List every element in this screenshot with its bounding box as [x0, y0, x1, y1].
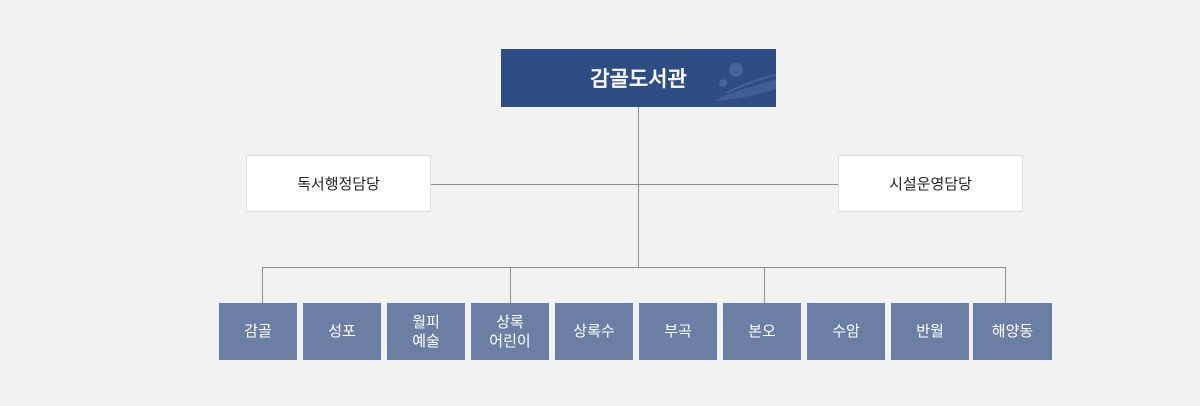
decorative-orbit-icon — [714, 63, 776, 101]
branch-box-wolpi-art: 월피 예술 — [387, 303, 465, 360]
org-root-label: 감골도서관 — [590, 67, 687, 91]
department-box-facility-ops: 시설운영담당 — [838, 155, 1023, 212]
branch-label: 수암 — [832, 322, 860, 340]
branch-box-seongpo: 성포 — [303, 303, 381, 360]
branch-box-suam: 수암 — [807, 303, 885, 360]
department-box-reading-admin: 독서행정담당 — [246, 155, 431, 212]
branch-label: 반월 — [916, 322, 944, 340]
branch-box-banwol: 반월 — [891, 303, 969, 360]
connector-branch-bar — [262, 267, 1006, 268]
branch-box-sangnok-children: 상록 어린이 — [471, 303, 549, 360]
branch-label: 해양동 — [991, 322, 1034, 340]
branch-box-haeyangdong: 해양동 — [973, 303, 1052, 360]
branch-box-bugok: 부곡 — [639, 303, 717, 360]
connector-branch-drop — [262, 267, 263, 303]
branch-label: 월피 예술 — [412, 312, 440, 350]
branch-box-bono: 본오 — [723, 303, 801, 360]
connector-departments — [431, 184, 838, 185]
department-label: 독서행정담당 — [297, 175, 380, 193]
branch-label: 상록 어린이 — [489, 312, 531, 350]
branch-label: 감골 — [244, 322, 272, 340]
org-root-box: 감골도서관 — [501, 49, 776, 107]
connector-branch-drop — [764, 267, 765, 303]
branch-box-sangnoksu: 상록수 — [555, 303, 633, 360]
connector-root-trunk — [638, 107, 639, 268]
branch-label: 본오 — [748, 322, 776, 340]
connector-branch-drop — [1005, 267, 1006, 303]
connector-branch-drop — [510, 267, 511, 303]
branch-label: 부곡 — [664, 322, 692, 340]
branch-box-gamgol: 감골 — [219, 303, 297, 360]
branch-label: 상록수 — [573, 322, 615, 340]
department-label: 시설운영담당 — [889, 175, 972, 193]
branch-label: 성포 — [328, 322, 356, 340]
